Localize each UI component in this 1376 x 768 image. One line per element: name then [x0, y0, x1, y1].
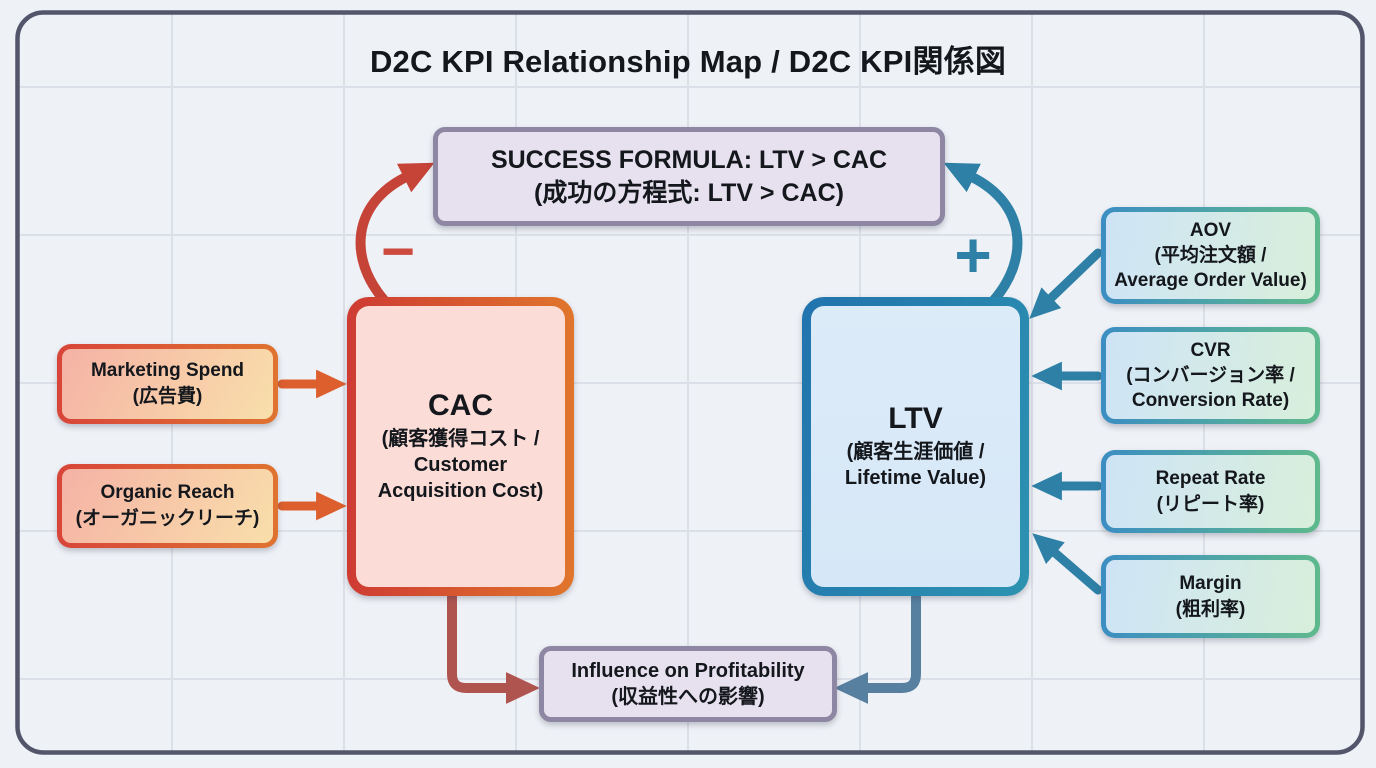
cac-to-success-curve-arrow [355, 162, 435, 305]
cac-sub-jp: (顧客獲得コスト / [381, 428, 540, 450]
repeat-rate-line2: (リピート率) [1156, 493, 1265, 515]
margin-line1: Margin [1179, 573, 1242, 595]
cac-label: CAC [428, 389, 493, 422]
success-formula-line1: SUCCESS FORMULA: LTV > CAC [490, 146, 888, 174]
ltv-sub-jp: (顧客生涯価値 / [846, 441, 985, 463]
cac-sub-en: Customer Acquisition Cost) [377, 454, 544, 502]
repeat-rate-line1: Repeat Rate [1155, 468, 1266, 490]
aov-to-ltv-arrow [1029, 248, 1103, 319]
organic-reach-box: Organic Reach (オーガニックリーチ) [57, 464, 278, 548]
cac-to-influence-arrow [447, 592, 540, 704]
cac-box: CAC (顧客獲得コスト / Customer Acquisition Cost… [347, 297, 574, 596]
aov-line3: Average Order Value) [1114, 270, 1307, 292]
aov-line1: AOV [1189, 219, 1232, 241]
aov-box: AOV (平均注文額 / Average Order Value) [1101, 207, 1320, 304]
frame-border [15, 10, 1365, 755]
influence-line1: Influence on Profitability [571, 660, 805, 682]
ltv-to-influence-arrow [834, 592, 921, 704]
margin-line2: (粗利率) [1175, 598, 1246, 620]
margin-to-ltv-arrow [1032, 533, 1103, 595]
margin-box: Margin (粗利率) [1101, 555, 1320, 638]
success-formula-box: SUCCESS FORMULA: LTV > CAC (成功の方程式: LTV … [433, 127, 945, 226]
cvr-line3: Conversion Rate) [1131, 390, 1290, 412]
marketing-spend-box: Marketing Spend (広告費) [57, 344, 278, 424]
ltv-sub-en: Lifetime Value) [844, 467, 987, 489]
ltv-label: LTV [888, 402, 943, 435]
aov-line2: (平均注文額 / [1154, 244, 1267, 266]
plus-sign: + [954, 219, 992, 291]
success-formula-line2: (成功の方程式: LTV > CAC) [534, 178, 844, 207]
organic-reach-line1: Organic Reach [100, 482, 235, 504]
page-title: D2C KPI Relationship Map / D2C KPI関係図 [369, 44, 1007, 79]
minus-sign: − [381, 219, 415, 284]
repeat-rate-box: Repeat Rate (リピート率) [1101, 450, 1320, 533]
marketing-spend-line1: Marketing Spend [90, 360, 245, 382]
cvr-line1: CVR [1190, 339, 1231, 361]
influence-line2: (収益性への影響) [611, 686, 765, 708]
influence-box: Influence on Profitability (収益性への影響) [539, 646, 837, 722]
cvr-line2: (コンバージョン率 / [1126, 364, 1295, 386]
marketing-spend-line2: (広告費) [132, 386, 203, 407]
ltv-to-success-curve-arrow [943, 162, 1023, 305]
ltv-box: LTV (顧客生涯価値 / Lifetime Value) [802, 297, 1029, 596]
cvr-box: CVR (コンバージョン率 / Conversion Rate) [1101, 327, 1320, 424]
organic-reach-line2: (オーガニックリーチ) [75, 508, 260, 529]
